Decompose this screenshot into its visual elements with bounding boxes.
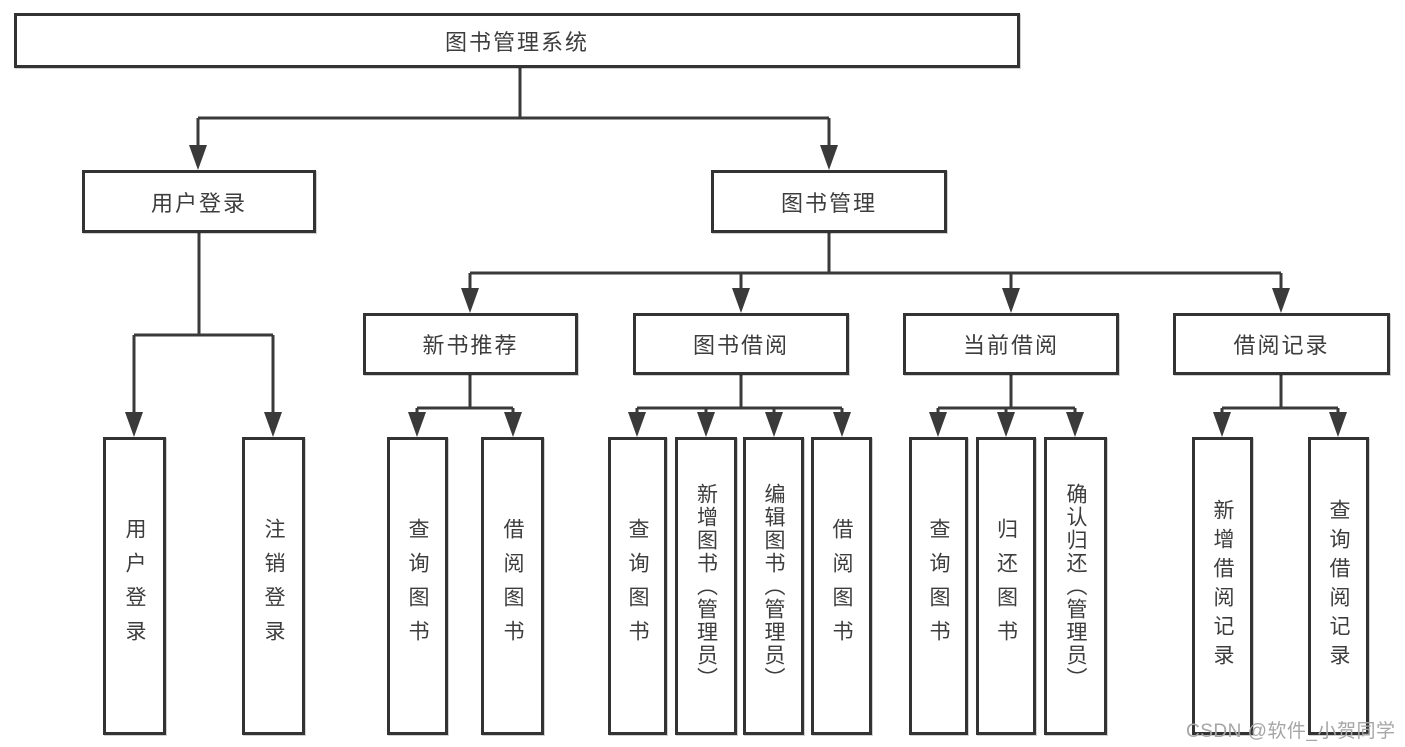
leaf-borrowing-edit-books-admin: 编辑图书（管理员）	[743, 437, 804, 735]
arrowhead-icon	[1272, 288, 1290, 313]
node-current-borrowing: 当前借阅	[903, 313, 1119, 375]
leaf-borrowing-borrow-books: 借阅图书	[811, 437, 872, 735]
arrowhead-icon	[1002, 288, 1020, 313]
node-borrowing-records: 借阅记录	[1173, 313, 1390, 375]
arrowhead-icon	[929, 412, 947, 437]
arrowhead-icon	[833, 412, 851, 437]
arrowhead-icon	[125, 412, 143, 437]
leaf-records-query-borrow-record: 查询借阅记录	[1308, 437, 1369, 735]
node-book-management: 图书管理	[711, 170, 947, 233]
arrowhead-icon	[1213, 412, 1231, 437]
arrowhead-icon	[189, 145, 207, 170]
arrowhead-icon	[697, 412, 715, 437]
node-root-library-management-system: 图书管理系统	[14, 13, 1020, 68]
arrowhead-icon	[264, 412, 282, 437]
arrowhead-icon	[461, 288, 479, 313]
leaf-borrowing-query-books: 查询图书	[608, 437, 667, 735]
arrowhead-icon	[1066, 412, 1084, 437]
node-book-borrowing: 图书借阅	[633, 313, 849, 375]
leaf-newbook-query-books: 查询图书	[387, 437, 448, 735]
leaf-current-confirm-return-admin: 确认归还（管理员）	[1044, 437, 1107, 735]
leaf-records-add-borrow-record: 新增借阅记录	[1192, 437, 1253, 735]
node-new-book-recommend: 新书推荐	[363, 313, 578, 375]
node-user-login: 用户登录	[82, 170, 316, 233]
leaf-current-return-books: 归还图书	[976, 437, 1036, 735]
leaf-logout: 注销登录	[242, 437, 305, 735]
csdn-watermark: CSDN @软件_小贺同学	[1186, 721, 1396, 742]
leaf-current-query-books: 查询图书	[909, 437, 968, 735]
arrowhead-icon	[732, 288, 750, 313]
arrowhead-icon	[765, 412, 783, 437]
arrowhead-icon	[628, 412, 646, 437]
arrowhead-icon	[997, 412, 1015, 437]
leaf-borrowing-add-books-admin: 新增图书（管理员）	[675, 437, 737, 735]
arrowhead-icon	[820, 145, 838, 170]
arrowhead-icon	[1329, 412, 1347, 437]
leaf-user-login: 用户登录	[103, 437, 166, 735]
arrowhead-icon	[504, 412, 522, 437]
arrowhead-icon	[408, 412, 426, 437]
leaf-newbook-borrow-books: 借阅图书	[481, 437, 544, 735]
